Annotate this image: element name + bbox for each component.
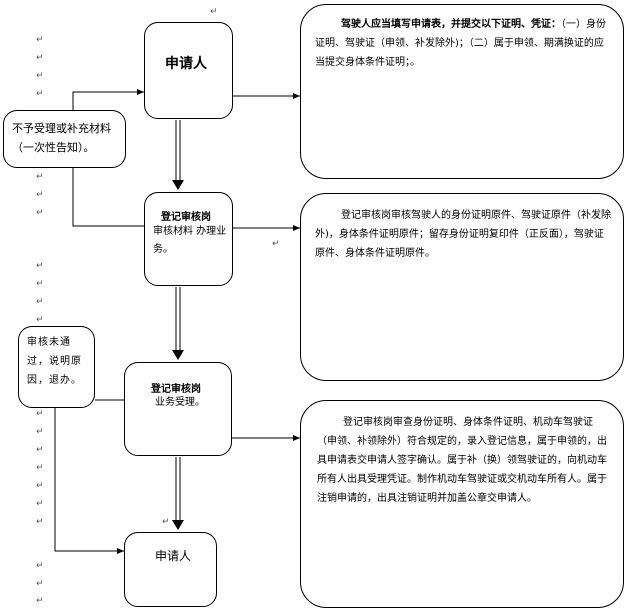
node-review-business-body: 业务受理。 bbox=[155, 397, 205, 408]
paragraph-mark: ↵ bbox=[272, 239, 280, 249]
line-reject-to-applicant bbox=[72, 89, 144, 110]
note-required-documents-text: 驾驶人应当填写申请表，并提交以下证明、凭证：（一）身份证明、驾驶证（申领、补发除… bbox=[315, 15, 611, 72]
double-arrow-2 bbox=[172, 287, 184, 360]
line-failed-to-applicant bbox=[54, 408, 124, 554]
double-arrow-3 bbox=[172, 457, 184, 530]
review-failed-text: 审核未通过，说明原因，退办。 bbox=[27, 337, 82, 386]
reject-supplement-box: 不予受理或补充材料（一次性告知）。 bbox=[3, 110, 126, 168]
paragraph-mark: ↵ bbox=[210, 7, 218, 17]
paragraph-mark: ↵ bbox=[36, 208, 44, 218]
paragraph-mark: ↵ bbox=[36, 445, 44, 455]
paragraph-mark: ↵ bbox=[36, 409, 44, 419]
paragraph-mark: ↵ bbox=[36, 596, 44, 606]
paragraph-mark: ↵ bbox=[36, 315, 44, 325]
line-reject-to-review1 bbox=[72, 168, 144, 227]
double-arrow-1 bbox=[172, 120, 184, 190]
paragraph-mark: ↵ bbox=[162, 517, 170, 527]
node-review-business: 登记审核岗 业务受理。 bbox=[124, 362, 232, 456]
node-applicant-top: 申请人 bbox=[144, 22, 233, 119]
node-review-business-title: 登记审核岗 bbox=[151, 384, 201, 395]
node-review-materials: 登记审核岗 审核材料 办理业务。 bbox=[144, 192, 233, 286]
node-applicant-bottom-label: 申请人 bbox=[155, 549, 192, 563]
paragraph-mark: ↵ bbox=[36, 261, 44, 271]
paragraph-mark: ↵ bbox=[36, 579, 44, 589]
paragraph-mark: ↵ bbox=[36, 481, 44, 491]
reject-supplement-text: 不予受理或补充材料（一次性告知）。 bbox=[12, 122, 111, 154]
paragraph-mark: ↵ bbox=[36, 190, 44, 200]
note-review-certificates-text: 登记审核岗审查身份证明、身体条件证明、机动车驾驶证（申领、补领除外）符合规定的，… bbox=[317, 417, 607, 504]
note-review-certificates: 登记审核岗审查身份证明、身体条件证明、机动车驾驶证（申领、补领除外）符合规定的，… bbox=[300, 400, 624, 608]
paragraph-mark: ↵ bbox=[36, 297, 44, 307]
paragraph-mark: ↵ bbox=[36, 35, 44, 45]
note-required-documents-body: （一）身份证明、驾驶证（申领、补发除外)；（二）属于申领、期满换证的应当提交身体… bbox=[315, 19, 606, 68]
paragraph-mark: ↵ bbox=[36, 172, 44, 182]
node-applicant-top-label: 申请人 bbox=[165, 56, 207, 72]
paragraph-mark: ↵ bbox=[36, 463, 44, 473]
node-applicant-bottom: 申请人 bbox=[124, 532, 217, 607]
note-required-documents-title: 驾驶人应当填写申请表，并提交以下证明、凭证： bbox=[341, 19, 561, 30]
note-review-originals: 登记审核岗审核驾驶人的身份证明原件、驾驶证原件（补发除外)，身体条件证明原件；留… bbox=[300, 193, 624, 381]
paragraph-mark: ↵ bbox=[36, 561, 44, 571]
paragraph-mark: ↵ bbox=[36, 89, 44, 99]
note-required-documents: 驾驶人应当填写申请表，并提交以下证明、凭证：（一）身份证明、驾驶证（申领、补发除… bbox=[300, 4, 624, 179]
paragraph-mark: ↵ bbox=[36, 517, 44, 527]
paragraph-mark: ↵ bbox=[36, 53, 44, 63]
node-review-materials-title: 登记审核岗 bbox=[161, 212, 211, 223]
note-review-originals-text: 登记审核岗审核驾驶人的身份证明原件、驾驶证原件（补发除外)，身体条件证明原件；留… bbox=[315, 210, 611, 259]
paragraph-mark: ↵ bbox=[36, 427, 44, 437]
paragraph-mark: ↵ bbox=[36, 71, 44, 81]
paragraph-mark: ↵ bbox=[36, 499, 44, 509]
paragraph-mark: ↵ bbox=[36, 279, 44, 289]
review-failed-box: 审核未通过，说明原因，退办。 bbox=[18, 326, 95, 408]
node-review-materials-body: 审核材料 办理业务。 bbox=[153, 226, 227, 255]
